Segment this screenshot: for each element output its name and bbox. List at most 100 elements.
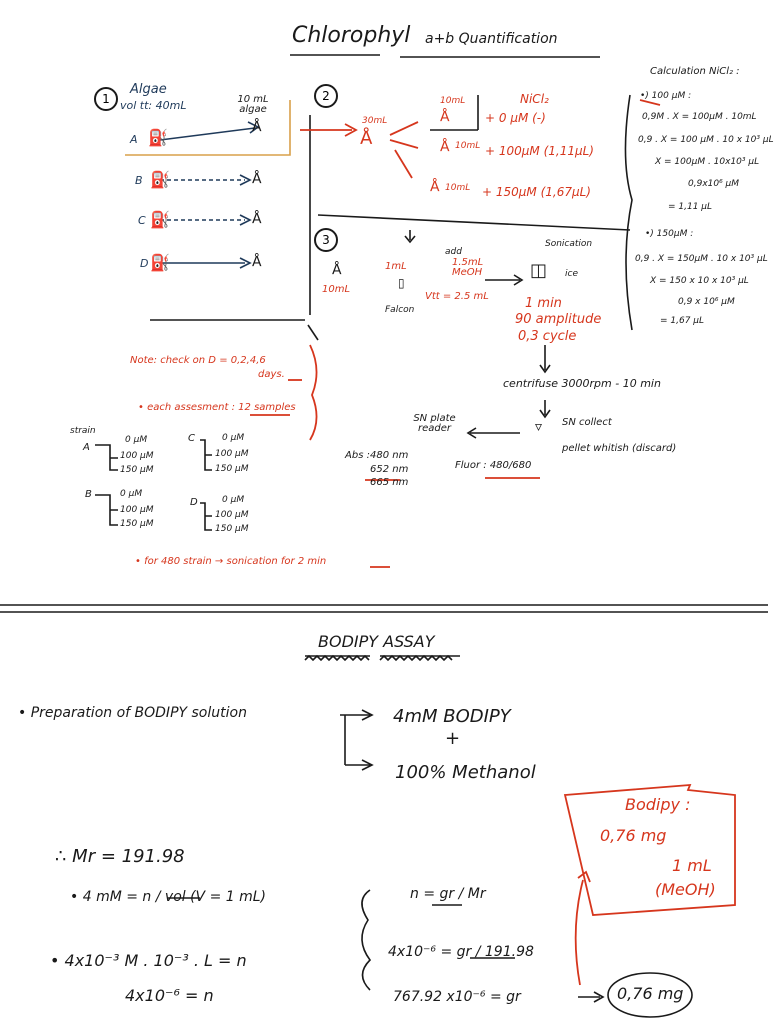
- ice-label: ice: [565, 269, 578, 279]
- abs-value-2: 652 nm: [370, 464, 409, 475]
- falcon-label: Falcon: [385, 305, 415, 315]
- step3-tube-icon: Å: [332, 262, 342, 278]
- ten-ml-label-1: 10mL: [440, 96, 466, 106]
- sonic-param-2: 90 amplitude: [515, 312, 602, 327]
- abs-value-1: 480 nm: [370, 450, 409, 461]
- sonication-label: Sonication: [545, 239, 593, 249]
- bodipy-calc-moles: • 4x10⁻³ M . 10⁻³ . L = n: [50, 951, 247, 970]
- sn-collect-label: SN collect: [562, 417, 612, 428]
- step-1-number: 1: [94, 87, 118, 111]
- strain-b-name: B: [85, 489, 92, 500]
- bodipy-plus: +: [445, 728, 461, 749]
- bodipy-box-solvent: (MeOH): [655, 880, 716, 899]
- vtt-label: Vtt = 2.5 mL: [425, 291, 489, 302]
- volume-total-label: vol tt: 40mL: [120, 99, 187, 112]
- calc-a-line-2: 0,9 . X = 100 μM . 10 x 10³ μL: [638, 135, 774, 145]
- tube-b-icon: Å: [252, 171, 262, 187]
- algae-label: Algae: [130, 82, 167, 97]
- tube-c-icon: Å: [252, 211, 262, 227]
- strain-d-item-1: 0 μM: [222, 495, 245, 505]
- calc-b-line-2: X = 150 x 10 x 10³ μL: [650, 276, 749, 286]
- nicl2-line-1: + 0 μM (-): [485, 111, 546, 125]
- calc-a-label: •) 100 μM :: [640, 91, 692, 101]
- calc-b-label: •) 150μM :: [645, 229, 694, 239]
- bodipy-title: BODIPY ASSAY: [318, 632, 435, 651]
- note-samples: • each assesment : 12 samples: [138, 402, 296, 413]
- ten-ml-label-2: 10mL: [455, 141, 481, 151]
- step-2-number: 2: [314, 84, 338, 108]
- calc-b-line-1: 0,9 . X = 150μM . 10 x 10³ μL: [635, 254, 768, 264]
- bodipy-4mm-label: 4mM BODIPY: [393, 706, 511, 727]
- strain-c-item-1: 0 μM: [222, 433, 245, 443]
- add-label: add: [445, 247, 462, 257]
- sonic-param-1: 1 min: [525, 296, 562, 311]
- bodipy-prep-label: • Preparation of BODIPY solution: [18, 705, 247, 721]
- step2-tube-icon: Å: [360, 128, 373, 149]
- meoh-label: 1.5mL MeOH: [452, 257, 484, 278]
- nicl2-label: NiCl₂: [520, 92, 549, 106]
- calc-a-line-5: = 1,11 μL: [668, 202, 713, 212]
- bodipy-calc-gr-formula: 4x10⁻⁶ = gr / 191.98: [388, 944, 534, 960]
- bodipy-calc-4mm: • 4 mM = n / vol (V = 1 mL): [70, 889, 267, 905]
- sonic-param-3: 0,3 cycle: [518, 329, 577, 344]
- strain-c-name: C: [188, 433, 195, 444]
- abs-label: Abs :: [345, 450, 370, 461]
- note-check-days: Note: check on D = 0,2,4,6: [130, 355, 266, 366]
- nicl2-line-3: + 150μM (1,67μL): [482, 185, 591, 199]
- step2-tube-2-icon: Å: [440, 139, 450, 155]
- flask-d-icon: ⛽: [150, 253, 170, 272]
- flask-a-icon: ⛽: [148, 128, 168, 147]
- bodipy-box-title: Bodipy :: [625, 795, 691, 814]
- falcon-tube-icon: ▯: [398, 276, 405, 290]
- calc-b-line-3: 0,9 x 10⁶ μM: [678, 297, 735, 307]
- pellet-label: pellet whitish (discard): [562, 443, 677, 454]
- calc-a-line-3: X = 100μM . 10x10³ μL: [655, 157, 760, 167]
- strain-a-name: A: [83, 442, 90, 453]
- strain-a-item-1: 0 μM: [125, 435, 148, 445]
- row-c-label: C: [138, 214, 146, 227]
- ten-ml-algae-label: 10 mL algae: [237, 94, 269, 115]
- row-d-label: D: [140, 257, 149, 270]
- strain-b-item-3: 150 μM: [120, 519, 154, 529]
- thirty-ml-label: 30mL: [362, 116, 388, 126]
- row-a-label: A: [130, 133, 138, 146]
- bodipy-calc-n: 4x10⁻⁶ = n: [125, 986, 214, 1005]
- strain-b-item-2: 100 μM: [120, 505, 154, 515]
- strain-d-item-2: 100 μM: [215, 510, 249, 520]
- tube-a-icon: Å: [252, 119, 262, 135]
- step-3-number: 3: [314, 228, 338, 252]
- bodipy-box-volume: 1 mL: [672, 856, 712, 875]
- strain-b-item-1: 0 μM: [120, 489, 143, 499]
- ten-ml-label-3: 10mL: [445, 183, 471, 193]
- strain-a-item-3: 150 μM: [120, 465, 154, 475]
- calc-a-line-1: 0,9M . X = 100μM . 10mL: [642, 112, 757, 122]
- note-days: days.: [258, 369, 285, 380]
- strain-c-item-3: 150 μM: [215, 464, 249, 474]
- centrifuge-label: centrifuse 3000rpm - 10 min: [503, 377, 661, 390]
- step3-one-ml: 1mL: [385, 261, 407, 272]
- nicl2-line-2: + 100μM (1,11μL): [485, 144, 594, 158]
- row-b-label: B: [135, 174, 143, 187]
- chlorophyll-title: Chlorophyl: [292, 23, 411, 48]
- bodipy-final-result: 0,76 mg: [617, 984, 684, 1003]
- calc-header: Calculation NiCl₂ :: [650, 66, 740, 77]
- flask-b-icon: ⛽: [150, 170, 170, 189]
- strain-a-item-2: 100 μM: [120, 451, 154, 461]
- bodipy-box-mass: 0,76 mg: [600, 826, 667, 845]
- tube-d-icon: Å: [252, 254, 262, 270]
- chlorophyll-subtitle: a+b Quantification: [425, 31, 558, 47]
- fluor-label: Fluor : 480/680: [455, 460, 532, 471]
- calc-a-line-4: 0,9x10⁶ μM: [688, 179, 740, 189]
- bodipy-calc-n-formula: n = gr / Mr: [410, 886, 486, 902]
- abs-value-3: 665 nm: [370, 477, 409, 488]
- bodipy-calc-gr-result: 767.92 x10⁻⁶ = gr: [393, 989, 521, 1005]
- plate-reader-label: SN plate reader: [413, 413, 456, 434]
- step2-tube-1-icon: Å: [440, 109, 450, 125]
- flask-c-icon: ⛽: [150, 210, 170, 229]
- strain-label: strain: [70, 426, 96, 436]
- step3-ten-ml: 10mL: [322, 284, 351, 295]
- bodipy-calc-mr: ∴ Mr = 191.98: [55, 846, 185, 867]
- sonicator-icon: ◫: [530, 260, 548, 281]
- step2-tube-3-icon: Å: [430, 179, 440, 195]
